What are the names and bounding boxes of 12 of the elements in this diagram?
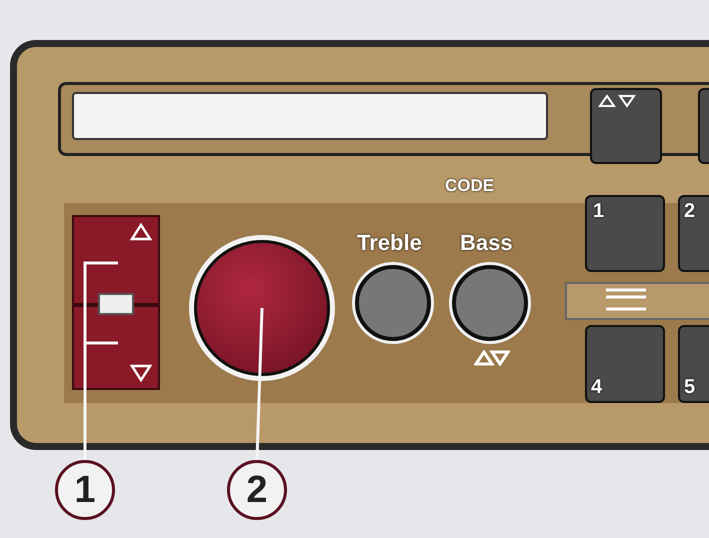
- rocker-switch-half: [72, 215, 160, 305]
- preset-number: 5: [684, 376, 696, 399]
- preset-number: 1: [593, 200, 604, 223]
- preset-number: 2: [684, 200, 696, 223]
- callout-number: 2: [227, 460, 287, 520]
- rocker-switch-half: [72, 305, 160, 390]
- leader-line: [256, 308, 264, 460]
- control-label: Bass: [460, 230, 513, 256]
- control-label: CODE: [445, 176, 494, 196]
- preset-number: 4: [591, 376, 602, 399]
- control-label: Treble: [357, 230, 422, 256]
- callout-number: 1: [55, 460, 115, 520]
